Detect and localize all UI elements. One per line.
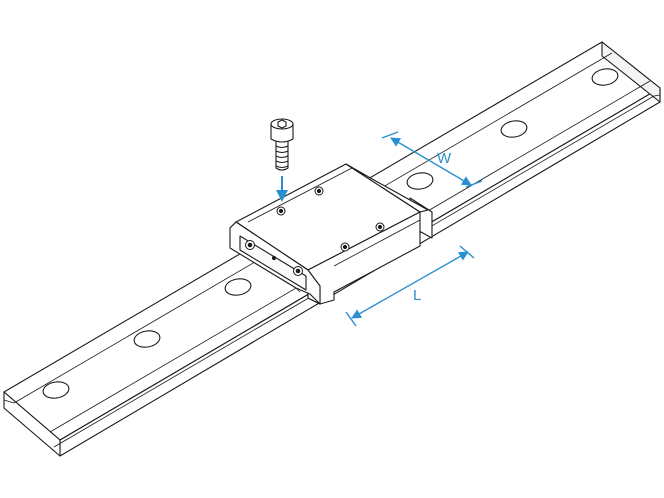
rail-hole-6 bbox=[591, 68, 619, 86]
seal-center-dot bbox=[271, 255, 277, 261]
bolt bbox=[270, 118, 294, 171]
rail-hole-5 bbox=[500, 120, 528, 138]
bolt-insert-arrow bbox=[276, 176, 288, 202]
carriage-edges bbox=[229, 167, 429, 293]
width-dimension bbox=[381, 131, 483, 188]
length-label: L bbox=[413, 287, 421, 304]
rail-hole-1 bbox=[42, 381, 70, 399]
rail-hole-2 bbox=[133, 330, 161, 348]
width-label: W bbox=[437, 150, 452, 167]
end-seal-screws bbox=[245, 240, 303, 276]
rail-hole-3 bbox=[224, 278, 252, 296]
length-dimension bbox=[345, 245, 475, 327]
carriage-mounting-holes bbox=[276, 186, 385, 252]
